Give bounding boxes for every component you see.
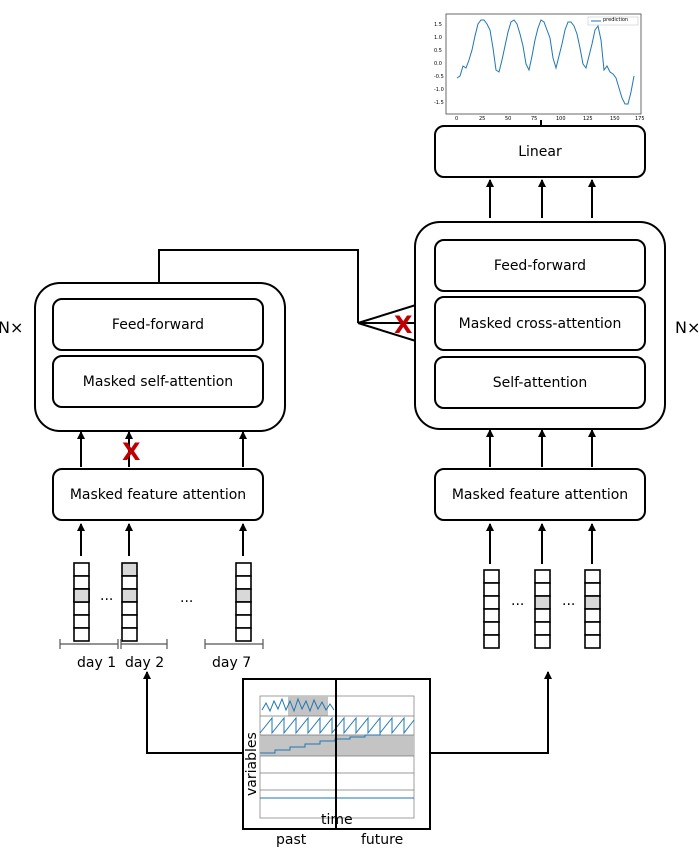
encoder-ellipsis-2: ... — [180, 590, 194, 606]
encoder-ellipsis-1: ... — [100, 588, 114, 604]
decoder-repeat-label: N× — [675, 318, 699, 337]
encoder-day2-cells — [121, 562, 138, 642]
decoder-ellipsis-1: ... — [511, 593, 525, 609]
decoder-feed-forward-label: Feed-forward — [493, 257, 587, 274]
decoder-masked-cross-attention-label: Masked cross-attention — [458, 315, 622, 332]
input-plot-ylabel: variables — [244, 732, 260, 796]
encoder-feed-forward: Feed-forward — [52, 298, 264, 351]
encoder-masked-self-attention-label: Masked self-attention — [82, 373, 234, 390]
decoder-feed-forward: Feed-forward — [434, 239, 646, 292]
decoder-self-attention: Self-attention — [434, 356, 646, 409]
encoder-repeat-label: N× — [0, 318, 24, 337]
input-plot — [242, 678, 431, 830]
connector-enc-to-dec — [158, 249, 359, 323]
decoder-cells-1 — [483, 569, 500, 649]
prediction-xtick-7: 150 — [610, 116, 620, 122]
day-1-label: day 1 — [77, 655, 117, 671]
future-label: future — [361, 832, 404, 848]
prediction-ytick-4: 0.0 — [434, 61, 442, 67]
past-label: past — [276, 832, 307, 848]
prediction-plot — [445, 13, 642, 115]
cross-attention-mask-mark: X — [394, 311, 413, 339]
encoder-feed-forward-label: Feed-forward — [111, 316, 205, 333]
decoder-masked-cross-attention: Masked cross-attention — [434, 296, 646, 351]
encoder-mask-mark: X — [122, 438, 141, 466]
encoder-day1-cells — [73, 562, 90, 642]
encoder-masked-feature-attention-label: Masked feature attention — [69, 486, 247, 503]
prediction-legend: prediction — [603, 17, 629, 23]
prediction-xtick-5: 100 — [556, 116, 566, 122]
decoder-masked-feature-attention-label: Masked feature attention — [451, 486, 629, 503]
day-2-label: day 2 — [125, 655, 165, 671]
linear-block: Linear — [434, 125, 646, 178]
day-brackets — [59, 639, 264, 649]
input-plot-xlabel: time — [321, 812, 353, 828]
prediction-xtick-3: 50 — [505, 116, 512, 122]
decoder-ellipsis-2: ... — [562, 593, 576, 609]
prediction-ytick-2: 1.0 — [434, 35, 442, 41]
prediction-line — [456, 19, 635, 105]
decoder-self-attention-label: Self-attention — [492, 374, 588, 391]
prediction-ytick-3: 0.5 — [434, 48, 442, 54]
prediction-ytick-5: -0.5 — [434, 74, 444, 80]
decoder-masked-feature-attention: Masked feature attention — [434, 468, 646, 521]
day-7-label: day 7 — [212, 655, 252, 671]
encoder-masked-feature-attention: Masked feature attention — [52, 468, 264, 521]
prediction-ytick-7: -1.5 — [434, 100, 444, 106]
prediction-xtick-8: 175 — [635, 116, 645, 122]
prediction-xtick-1: 0 — [455, 116, 459, 122]
prediction-ytick-1: 1.5 — [434, 22, 442, 28]
encoder-masked-self-attention: Masked self-attention — [52, 355, 264, 408]
prediction-ytick-6: -1.0 — [434, 87, 444, 93]
prediction-xtick-4: 75 — [531, 116, 538, 122]
arrow-input-to-encoder — [143, 671, 243, 754]
decoder-cells-2 — [534, 569, 551, 649]
encoder-day7-cells — [235, 562, 252, 642]
prediction-xtick-6: 125 — [583, 116, 593, 122]
linear-block-label: Linear — [518, 143, 562, 160]
arrow-input-to-decoder — [430, 671, 552, 754]
prediction-xtick-2: 25 — [479, 116, 486, 122]
decoder-cells-3 — [584, 569, 601, 649]
